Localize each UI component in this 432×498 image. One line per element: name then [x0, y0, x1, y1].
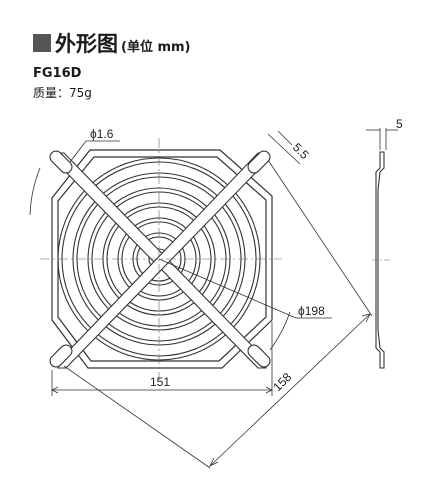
- mount-holes: [49, 150, 271, 368]
- dim-guard-diameter: [29, 167, 332, 351]
- page-title: 外形图: [55, 32, 118, 56]
- unit-label: (单位 mm): [121, 39, 191, 55]
- dim-width: [51, 322, 273, 396]
- dim-guard-diameter-label: ϕ198: [298, 304, 325, 318]
- dim-hole-offset: [267, 130, 301, 165]
- dim-diagonal: [63, 159, 373, 469]
- side-view: [372, 151, 392, 369]
- dim-wire-diameter-label: ϕ1.6: [90, 127, 114, 141]
- dim-hole-offset-label: 5.5: [290, 140, 312, 162]
- mass-label: 质量：75g: [33, 86, 92, 100]
- dim-diagonal-label: 158: [270, 370, 294, 394]
- dim-thickness: [366, 128, 398, 150]
- dim-width-label: 151: [150, 375, 170, 389]
- title-square-icon: [33, 34, 51, 52]
- model-name: FG16D: [33, 66, 82, 81]
- guard-frame: [51, 149, 273, 369]
- dim-wire-diameter: [69, 140, 120, 163]
- header: 外形图 (单位 mm): [33, 28, 191, 58]
- dim-thickness-label: 5: [396, 117, 403, 131]
